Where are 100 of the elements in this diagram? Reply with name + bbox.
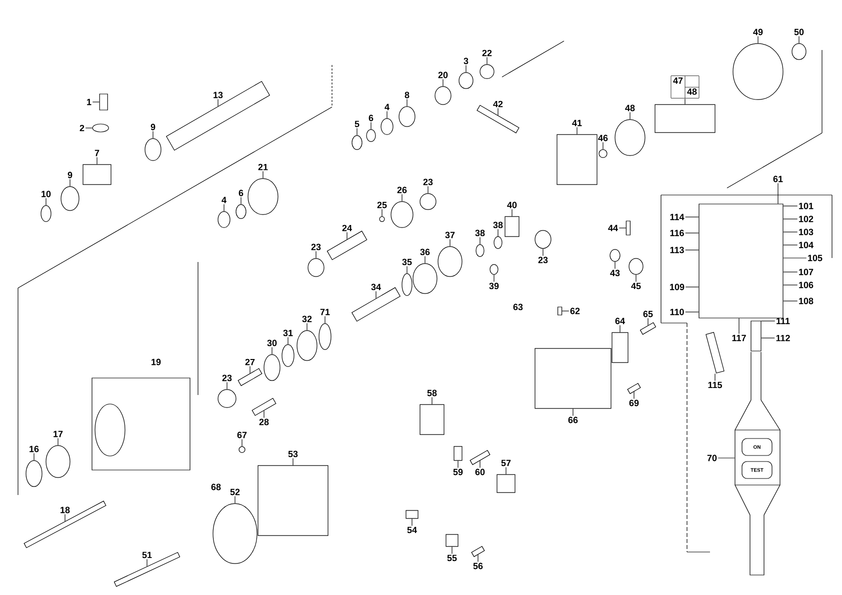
- part-shape: [558, 306, 562, 316]
- callout-number: 5: [354, 120, 360, 128]
- callout-number: 38: [474, 229, 486, 237]
- callout-number: 43: [609, 269, 621, 277]
- callout-number: 21: [257, 163, 269, 171]
- callout-number: 109: [668, 283, 686, 291]
- leader-line: [798, 36, 800, 44]
- callout-number: 16: [28, 445, 40, 453]
- part-shape: [296, 330, 318, 361]
- part-shape: [628, 258, 644, 275]
- leader-line: [685, 216, 699, 218]
- leader-line: [576, 126, 578, 135]
- callout-number: 108: [798, 297, 814, 305]
- callout-number: 37: [444, 231, 456, 239]
- part-shape: [218, 211, 230, 228]
- callout-number: 71: [319, 308, 331, 316]
- part-shape: [640, 322, 656, 335]
- callout-number: 8: [404, 91, 410, 99]
- part-shape: [248, 178, 278, 215]
- leader-line: [386, 110, 388, 119]
- callout-number: 62: [569, 307, 581, 315]
- leader-line: [370, 122, 372, 130]
- callout-number: 25: [376, 201, 388, 209]
- part-shape: [144, 138, 162, 161]
- callout-number: 10: [40, 190, 52, 198]
- callout-number: 69: [628, 399, 640, 407]
- callout-number: 20: [437, 71, 449, 79]
- callout-number: 34: [370, 283, 382, 291]
- callout-number: 59: [452, 468, 464, 476]
- callout-number: 116: [668, 229, 686, 237]
- part-shape: [99, 94, 108, 110]
- part-shape: [476, 244, 484, 257]
- part-shape: [494, 236, 502, 249]
- leader-line: [442, 78, 444, 87]
- callout-number: 4: [384, 103, 390, 111]
- callout-number: 68: [210, 483, 222, 491]
- part-shape: [218, 389, 236, 408]
- leader-line: [406, 98, 408, 107]
- part-shape: [654, 104, 716, 133]
- part-shape: [614, 119, 646, 156]
- leader-line: [714, 373, 716, 382]
- leader-line: [684, 98, 686, 105]
- callout-number: 60: [474, 468, 486, 476]
- callout-number: 66: [567, 416, 579, 424]
- leader-line: [783, 244, 798, 246]
- part-shape: [438, 246, 462, 277]
- part-shape: [398, 106, 416, 127]
- callout-number: 26: [396, 186, 408, 194]
- part-shape: [308, 258, 324, 277]
- part-shape: [40, 205, 52, 222]
- callout-number: 39: [488, 282, 500, 290]
- callout-number: 113: [668, 246, 686, 254]
- callout-number: 115: [706, 381, 724, 389]
- part-shape: [446, 534, 458, 547]
- part-shape: [366, 129, 376, 142]
- part-shape: [26, 460, 42, 487]
- leader-line: [685, 286, 699, 288]
- part-shape: [490, 264, 498, 275]
- part-shape: [264, 354, 280, 381]
- leader-line: [542, 248, 544, 256]
- callout-number: 101: [798, 202, 814, 210]
- leader-line: [96, 156, 98, 165]
- callout-number: 7: [94, 149, 100, 157]
- callout-number: 23: [422, 178, 434, 186]
- leader-line: [406, 266, 408, 274]
- callout-number: 42: [492, 100, 504, 108]
- part-shape: [318, 323, 332, 350]
- callout-number: 13: [212, 91, 224, 99]
- part-shape: [282, 344, 294, 367]
- callout-number: 23: [537, 256, 549, 264]
- callout-number: 104: [798, 241, 814, 249]
- part-shape: [380, 118, 394, 135]
- part-shape: [626, 220, 630, 236]
- callout-number: 54: [406, 526, 418, 534]
- callout-number: 1: [86, 98, 92, 106]
- part-shape: [434, 86, 452, 105]
- callout-number: 106: [798, 281, 814, 289]
- part-shape: [402, 273, 412, 296]
- leader-line: [146, 558, 148, 567]
- callout-number: 9: [66, 171, 74, 179]
- leader-line: [783, 300, 798, 302]
- callout-number: 110: [668, 308, 686, 316]
- part-shape: [24, 500, 106, 548]
- callout-number: 23: [310, 243, 322, 251]
- part-shape: [326, 230, 368, 260]
- callout-number: 57: [500, 459, 512, 467]
- part-shape: [612, 332, 628, 363]
- callout-number: 64: [614, 317, 626, 325]
- callout-number: 50: [793, 28, 805, 36]
- part-shape: [504, 216, 520, 237]
- callout-number: 9: [150, 123, 156, 131]
- leader-line: [226, 382, 228, 390]
- callout-number: 4: [220, 196, 228, 204]
- callout-number: 52: [229, 488, 241, 496]
- leader-line: [486, 56, 488, 65]
- leader-line: [783, 284, 798, 286]
- callout-number: 17: [52, 430, 64, 438]
- part-shape: [379, 216, 385, 222]
- part-shape: [46, 445, 70, 478]
- leader-line: [234, 496, 236, 504]
